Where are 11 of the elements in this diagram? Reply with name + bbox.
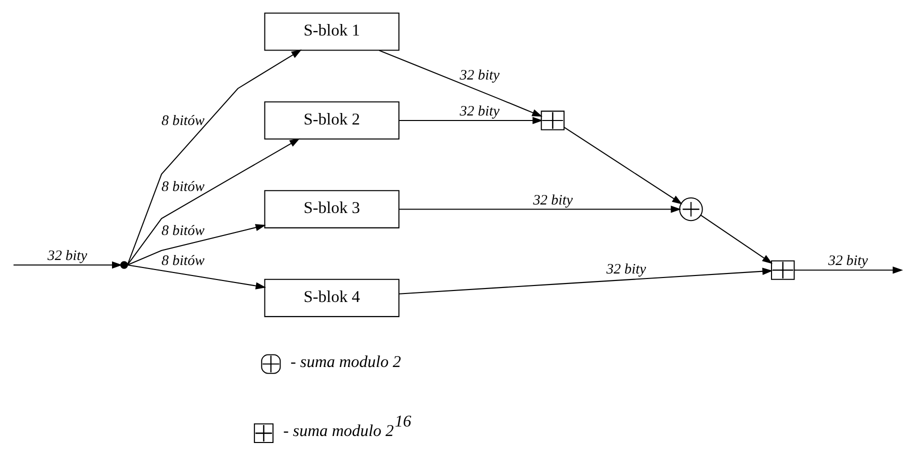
edge-label: 32 bity <box>606 261 646 278</box>
edge-label: 32 bity <box>460 67 500 84</box>
edge-label: 32 bity <box>533 192 573 208</box>
edge-label: 8 bitów <box>162 112 204 129</box>
edge-label: 32 bity <box>460 104 500 120</box>
legend-label: - suma modulo 2 <box>290 352 402 371</box>
edge-label: 32 bity <box>48 248 88 264</box>
edge-label: 8 bitów <box>162 178 204 195</box>
edge-label: 32 bity <box>828 253 868 270</box>
edge-label: 8 bitów <box>162 253 204 270</box>
edge-label: 8 bitów <box>162 223 204 240</box>
